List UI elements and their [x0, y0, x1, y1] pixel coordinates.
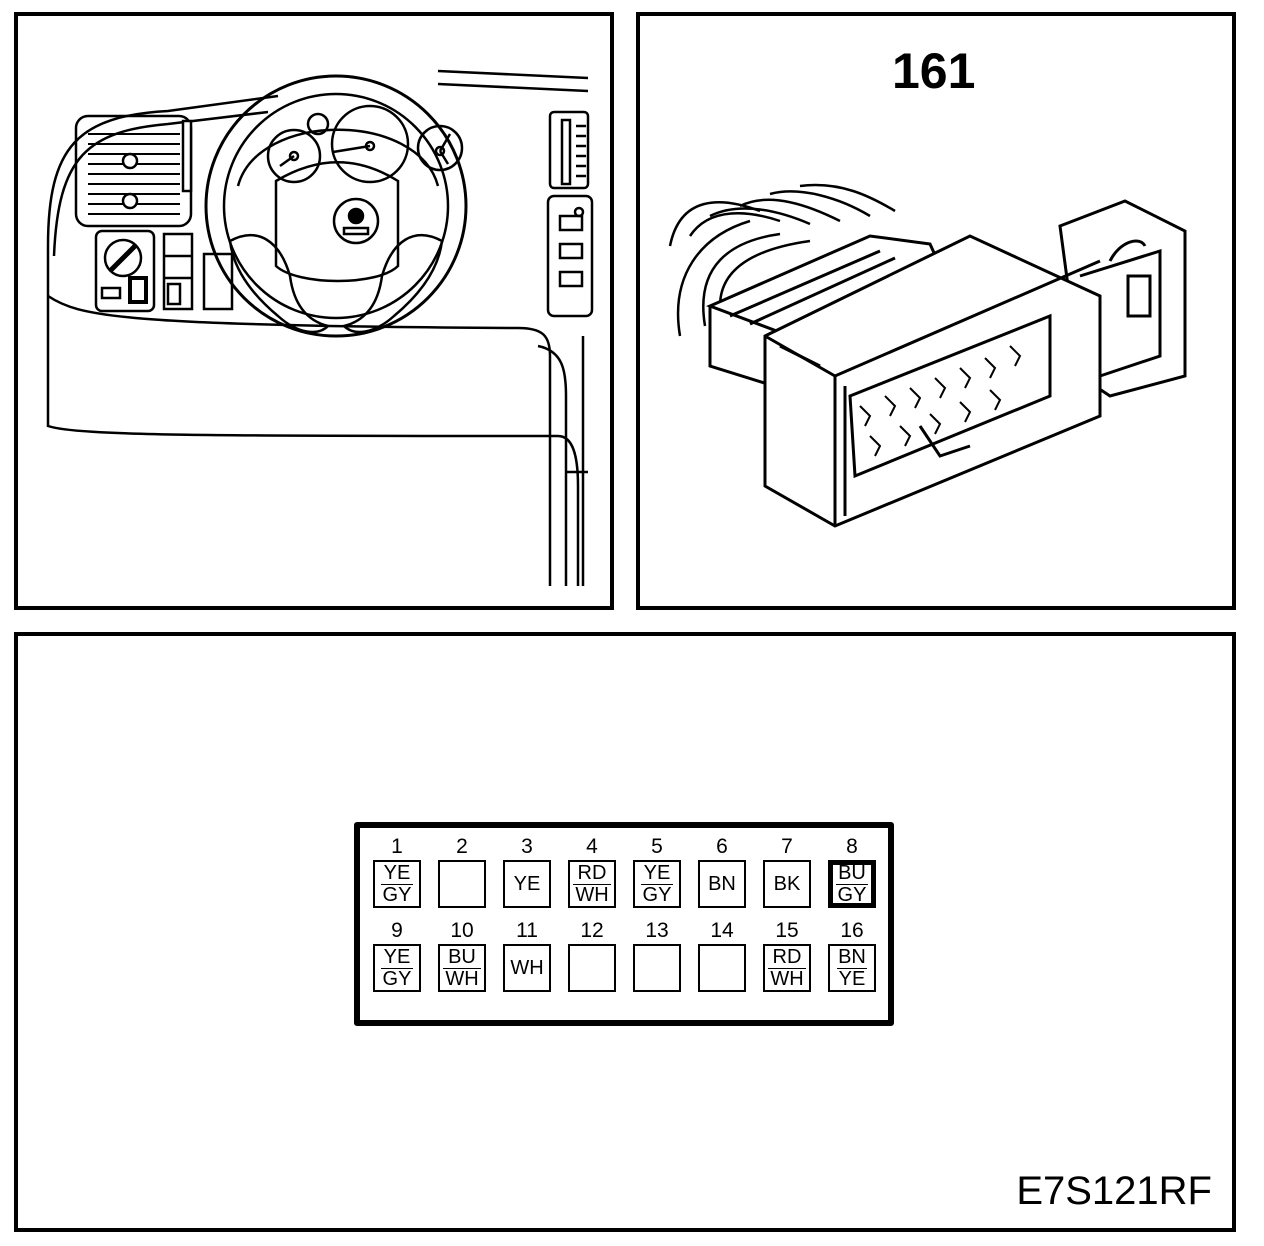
wire-color-label: RD — [772, 945, 802, 968]
pin-number: 2 — [456, 835, 468, 858]
wire-color-label: BU — [448, 945, 476, 968]
wire-color-label: BN — [838, 945, 866, 968]
pin-number: 1 — [391, 835, 403, 858]
pin-cavity — [438, 860, 486, 908]
wire-color-label: YE — [383, 861, 411, 884]
pin-cavity: YE — [503, 860, 551, 908]
wire-color-label: WH — [510, 956, 544, 979]
wire-color-label: YE — [643, 861, 671, 884]
pin-cavity: BK — [763, 860, 811, 908]
pin-number: 13 — [645, 919, 669, 942]
pin-cavity — [568, 944, 616, 992]
pin-cavity: WH — [503, 944, 551, 992]
pin-number: 4 — [586, 835, 598, 858]
pin-number: 6 — [716, 835, 728, 858]
connector-illustration — [668, 183, 1187, 528]
wire-color-label: GY — [640, 883, 674, 906]
figure-reference-code: E7S121RF — [1016, 1169, 1212, 1213]
pin-number: 7 — [781, 835, 793, 858]
pin-number: 10 — [450, 919, 474, 942]
wire-color-label: GY — [835, 883, 869, 906]
wire-color-label: BK — [773, 872, 801, 895]
pin-number: 8 — [846, 835, 858, 858]
wire-color-label: WH — [443, 967, 481, 990]
wire-color-label: WH — [768, 967, 806, 990]
pin-number: 12 — [580, 919, 604, 942]
wire-color-label: BU — [838, 861, 866, 884]
connector-view: 161 — [636, 12, 1236, 610]
wire-color-label: BN — [708, 872, 736, 895]
wire-color-label: YE — [836, 967, 868, 990]
wire-color-label: RD — [577, 861, 607, 884]
dashboard-illustration — [46, 69, 594, 586]
wire-color-label: GY — [380, 967, 414, 990]
wire-color-label: GY — [380, 883, 414, 906]
pin-cavity — [633, 944, 681, 992]
pin-cavity: BN — [698, 860, 746, 908]
pin-number: 15 — [775, 919, 799, 942]
pin-cavity — [698, 944, 746, 992]
pin-number: 11 — [516, 919, 538, 942]
pin-number: 14 — [710, 919, 734, 942]
connector-number: 161 — [892, 43, 976, 99]
pin-number: 16 — [840, 919, 864, 942]
pin-number: 9 — [391, 919, 403, 942]
wire-color-label: WH — [573, 883, 611, 906]
wire-color-label: YE — [383, 945, 411, 968]
pin-number: 5 — [651, 835, 663, 858]
pin-number: 3 — [521, 835, 533, 858]
wire-color-label: YE — [513, 872, 541, 895]
dashboard-location-view — [14, 12, 614, 610]
